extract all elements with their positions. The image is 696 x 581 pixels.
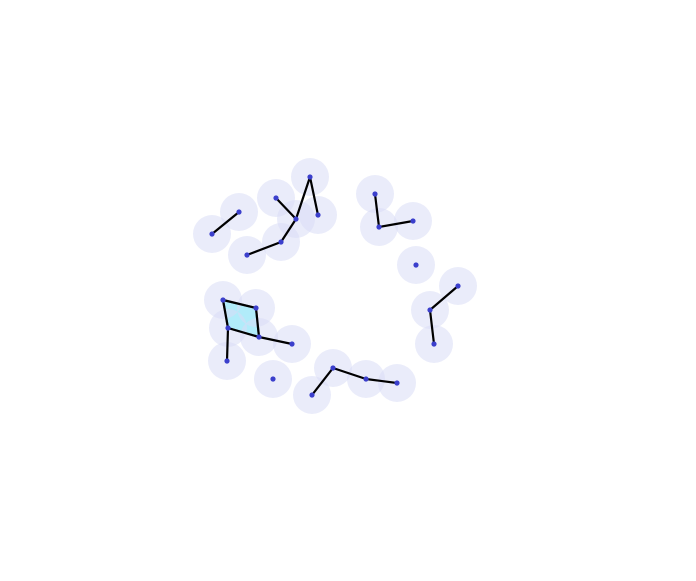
graph-node-n19 bbox=[225, 325, 231, 331]
graph-node-n5 bbox=[307, 174, 313, 180]
graph-edge-n9-n10 bbox=[373, 192, 381, 229]
graph-node-n7 bbox=[278, 239, 284, 245]
graph-edge-n10-n11 bbox=[377, 219, 415, 229]
graph-node-n10 bbox=[376, 224, 382, 230]
graph-edge-n24-n25 bbox=[331, 366, 368, 381]
graph-edge-n14-n15 bbox=[428, 308, 436, 346]
graph-edge-n5-n6 bbox=[308, 175, 320, 217]
graph-node-n3 bbox=[273, 195, 279, 201]
graph-edge-n25-n26 bbox=[364, 377, 399, 385]
graph-edge-n18-n20 bbox=[257, 335, 294, 346]
graph-node-n8 bbox=[244, 252, 250, 258]
graph-edge-n4-n5 bbox=[294, 175, 312, 221]
graph-node-n11 bbox=[410, 218, 416, 224]
graph-edge-n3-n4 bbox=[274, 196, 298, 221]
graph-node-n23 bbox=[309, 392, 315, 398]
graph-node-n2 bbox=[236, 209, 242, 215]
graph-edge-n16-n17 bbox=[221, 298, 258, 310]
nodes-layer bbox=[209, 174, 461, 398]
graph-node-n9 bbox=[372, 191, 378, 197]
graph-node-n25 bbox=[363, 376, 369, 382]
graph-edge-n1-n2 bbox=[210, 210, 241, 236]
graph-edge-n13-n14 bbox=[428, 284, 460, 312]
graph-edge-n17-n18 bbox=[254, 306, 261, 339]
graph-edge-n4-n7 bbox=[279, 217, 298, 244]
graph-node-n16 bbox=[220, 297, 226, 303]
graph-node-n4 bbox=[293, 216, 299, 222]
graph-node-n26 bbox=[394, 380, 400, 386]
graph-node-n20 bbox=[289, 341, 295, 347]
graph-edge-n23-n24 bbox=[310, 366, 335, 397]
graph-node-n15 bbox=[431, 341, 437, 347]
edges-layer bbox=[210, 175, 460, 397]
graph-node-n17 bbox=[253, 305, 259, 311]
graph-node-n18 bbox=[256, 334, 262, 340]
graph-node-n1 bbox=[209, 231, 215, 237]
graph-edge-n19-n21 bbox=[225, 326, 230, 363]
graph-edge-n19-n16 bbox=[221, 298, 230, 330]
graph-node-n6 bbox=[315, 212, 321, 218]
graph-node-n21 bbox=[224, 358, 230, 364]
graph-node-n12 bbox=[413, 262, 419, 268]
graph-node-n13 bbox=[455, 283, 461, 289]
graph-node-n14 bbox=[427, 307, 433, 313]
graph-node-n22 bbox=[270, 376, 276, 382]
graph-edge-n7-n8 bbox=[245, 240, 283, 257]
graph-edge-n18-n19 bbox=[226, 326, 261, 339]
graph-node-n24 bbox=[330, 365, 336, 371]
